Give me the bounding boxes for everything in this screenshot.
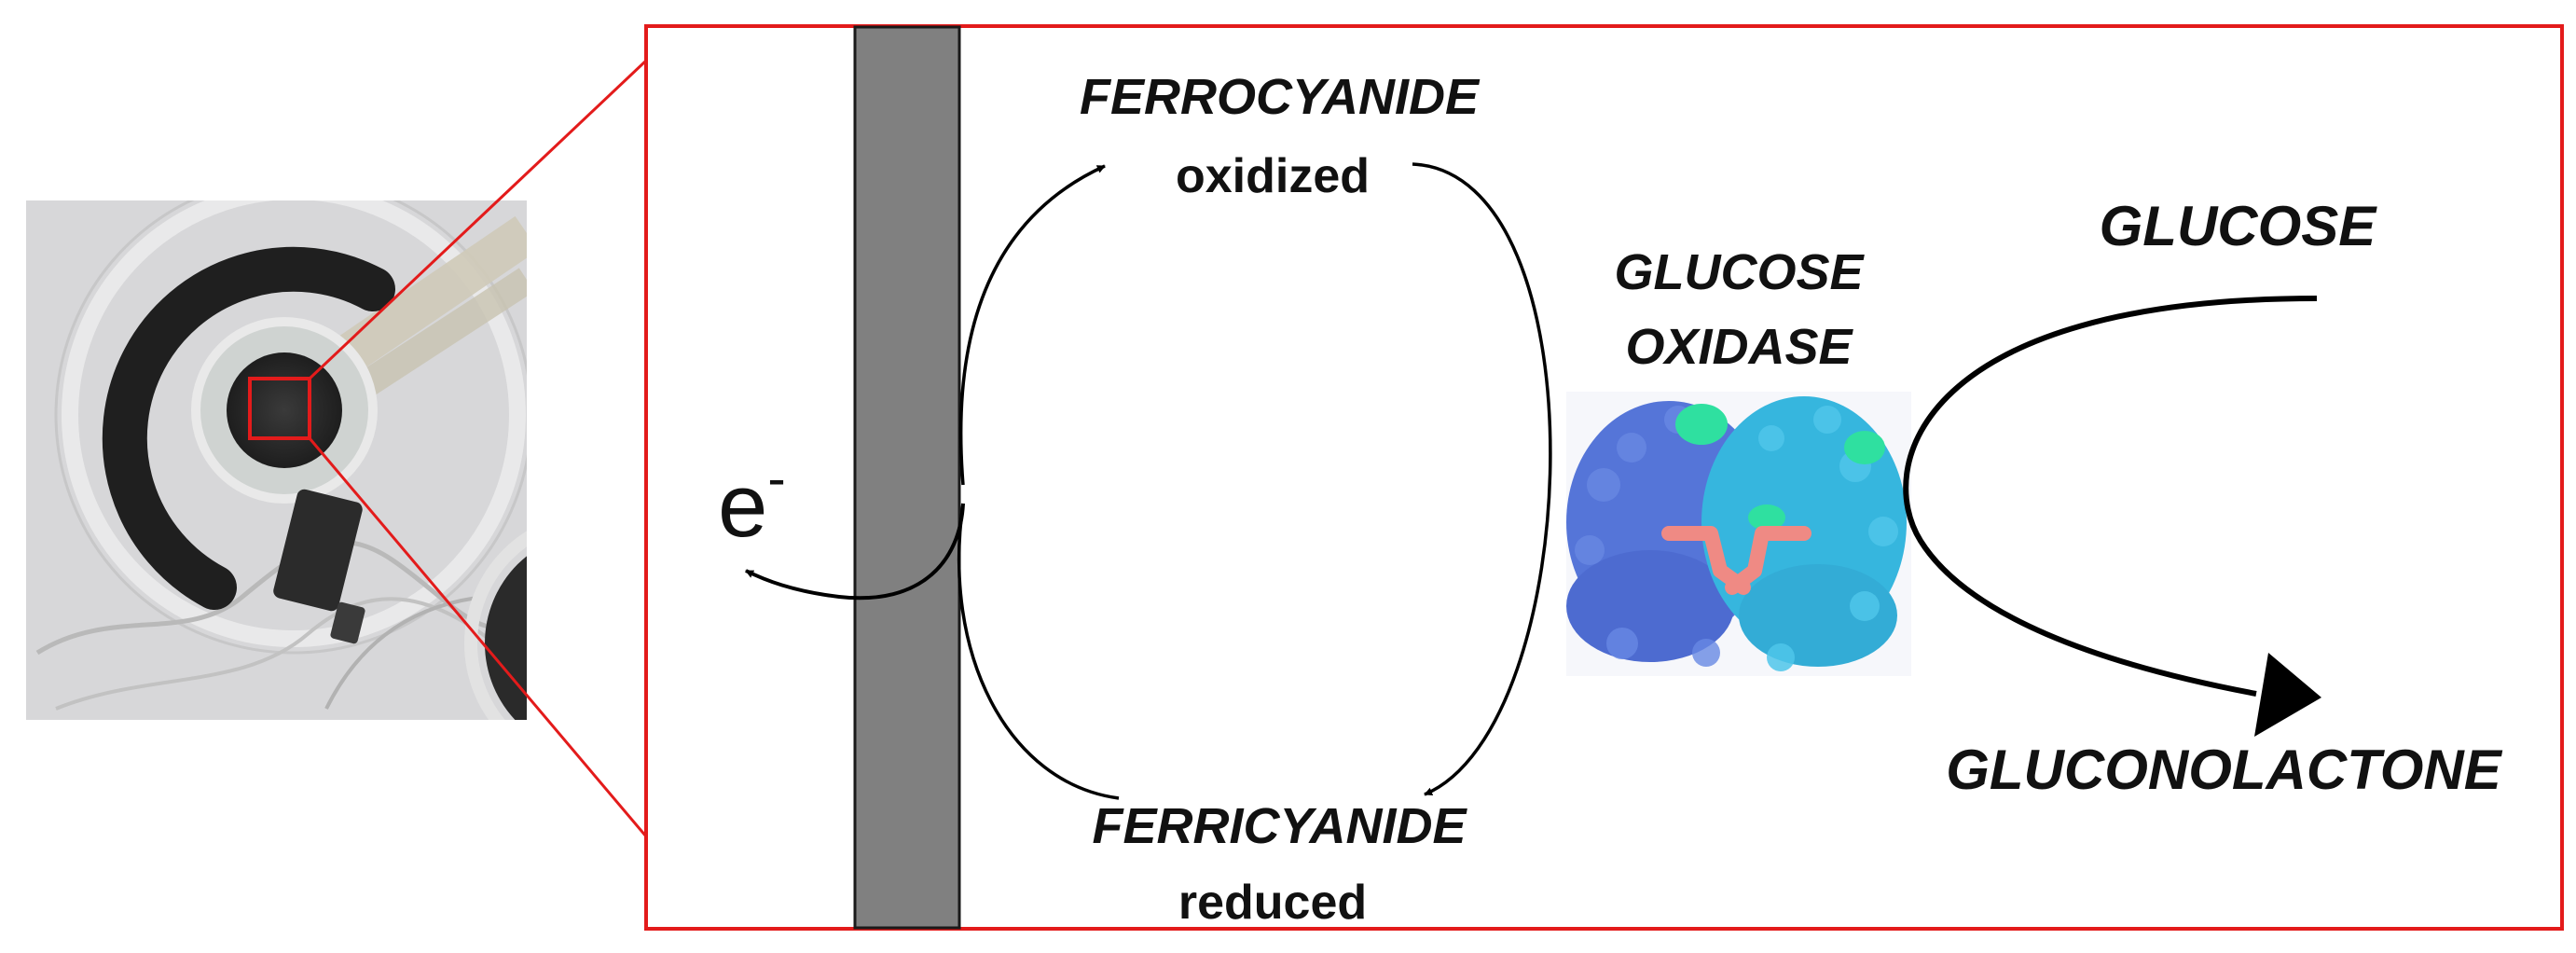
sensor-photo: [26, 200, 527, 720]
gluconolactone-label: GLUCONOLACTONE: [1946, 739, 2503, 801]
glucose-conversion-arrow: [1903, 296, 2318, 697]
glucose-conversion-arrowhead: [2254, 653, 2321, 737]
glucose-oxidase-protein-icon: [1566, 392, 1911, 676]
electrode-bar: [853, 25, 961, 930]
zoom-line-top: [308, 59, 648, 380]
zoom-line-bottom: [308, 437, 648, 837]
arrow-to-ferricyanide: [1412, 162, 1552, 796]
photo-connector: [273, 489, 363, 612]
glucose-oxidase-label-line2: OXIDASE: [1625, 319, 1853, 375]
oxidized-label: oxidized: [1176, 149, 1370, 203]
arrow-to-electrode: [957, 503, 1120, 800]
photo-zoom-box: [248, 377, 311, 440]
photo-adjacent-sensor: [485, 556, 527, 720]
photo-working-electrode: [227, 352, 342, 468]
ferrocyanide-label: FERROCYANIDE: [1080, 69, 1481, 125]
reduced-label: reduced: [1178, 876, 1367, 930]
glucose-label: GLUCOSE: [2100, 195, 2378, 257]
arrow-to-ferrocyanide: [959, 164, 1106, 486]
glucose-oxidase-label-line1: GLUCOSE: [1614, 244, 1865, 300]
photo-outer-ring: [62, 200, 526, 647]
photo-counter-electrode: [102, 246, 395, 610]
electron-label: e-: [718, 449, 786, 556]
electron-arrow: [745, 503, 965, 601]
ferricyanide-label: FERRICYANIDE: [1092, 798, 1467, 854]
